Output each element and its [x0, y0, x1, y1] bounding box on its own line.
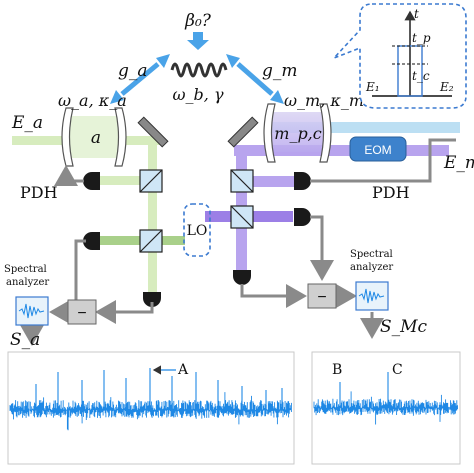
beam-splitter-a-pdh	[139, 169, 163, 193]
pd-a-lo	[83, 232, 100, 250]
vertical-beam-a	[148, 136, 157, 296]
coupling-a-label: g_a	[118, 61, 148, 81]
pdh-beam-a	[100, 176, 160, 185]
lo-label: LO	[187, 223, 208, 239]
beam-splitter-a-lo	[139, 229, 163, 253]
subtract-label-m: −	[317, 289, 326, 306]
peak-a-label: A	[177, 362, 189, 378]
cavity-m-mode	[270, 112, 325, 152]
pdh-beam-m	[236, 176, 296, 187]
output-beam-m	[268, 122, 460, 133]
inset-tp-label: t_p	[412, 31, 431, 45]
mirror-m-right	[319, 103, 332, 163]
subtract-box-a	[67, 299, 97, 325]
subtract-box-m	[307, 283, 337, 309]
pdh-m-label: PDH	[372, 183, 410, 202]
cavity-m-mode-label: m_p,c	[274, 124, 322, 143]
pdh-line-a	[54, 165, 84, 186]
pdh-a-label: PDH	[20, 183, 58, 202]
mirror-m-left	[263, 103, 276, 163]
analyzer-left-line2: analyzer	[6, 277, 49, 288]
electronic-lines	[20, 138, 456, 346]
fold-mirror-left	[137, 116, 169, 148]
output-a-label: S_a	[10, 330, 40, 350]
output-m-label: S_Mc	[380, 317, 428, 337]
bottom-line-a	[95, 300, 154, 324]
mirror-a-right	[114, 107, 127, 167]
pd-m-pdh	[294, 172, 311, 190]
bottom-line-m	[240, 284, 307, 308]
fold-mirror-right	[227, 116, 259, 148]
eom-box	[349, 136, 407, 162]
pd-m-lo	[294, 208, 311, 226]
analyzer-right-line2: analyzer	[350, 262, 393, 273]
lo-line-a	[74, 239, 86, 300]
photodetectors	[83, 172, 311, 307]
coupling-m-label: g_m	[262, 61, 298, 81]
coupling-arrow-a	[110, 54, 170, 104]
coupling-arrow-m	[226, 54, 284, 104]
analyzer-right-line1: Spectral	[350, 249, 393, 260]
right-beams	[205, 122, 460, 275]
beta-arrow	[187, 32, 209, 50]
eom-label: EOM	[364, 143, 391, 157]
cavity-m-freq-label: ω_m, κ_m	[284, 91, 364, 110]
inset-tc-label: t_c	[412, 69, 430, 83]
mechanical-oscillator	[170, 62, 228, 78]
peak-b-label: B	[332, 362, 342, 378]
input-m-label: E_m	[443, 153, 474, 173]
cavity-a-mode	[70, 116, 125, 158]
pd-a-pdh	[83, 172, 100, 190]
input-beam-m	[234, 145, 449, 156]
subtract-label-a: −	[77, 305, 86, 322]
inset-t-label: t	[414, 7, 419, 21]
analyzer-left-line1: Spectral	[4, 264, 47, 275]
cavity-a-freq-label: ω_a, κ_a	[58, 91, 127, 110]
pdh-line-m	[310, 138, 456, 183]
inset-e2-label: E₂	[439, 80, 454, 94]
pd-m-bottom	[233, 270, 251, 285]
inset-callout	[333, 3, 467, 109]
input-a-label: E_a	[11, 113, 43, 133]
oscillator-label: ω_b, γ	[172, 85, 223, 104]
spectrum-left-trace	[9, 368, 292, 431]
beta-label: β₀?	[184, 11, 212, 31]
inset-e1-label: E₁	[365, 80, 380, 94]
spectral-analyzer-right	[355, 281, 389, 311]
peak-c-label: C	[392, 362, 403, 378]
beam-splitter-m-pdh	[230, 169, 254, 193]
spectrum-right-trace	[313, 372, 458, 425]
spectral-analyzer-left	[15, 296, 49, 326]
pd-a-bottom	[143, 292, 161, 307]
lo-line-m	[310, 215, 334, 281]
beam-splitter-m-lo	[230, 205, 254, 229]
cavity-a-mode-label: a	[91, 128, 101, 148]
